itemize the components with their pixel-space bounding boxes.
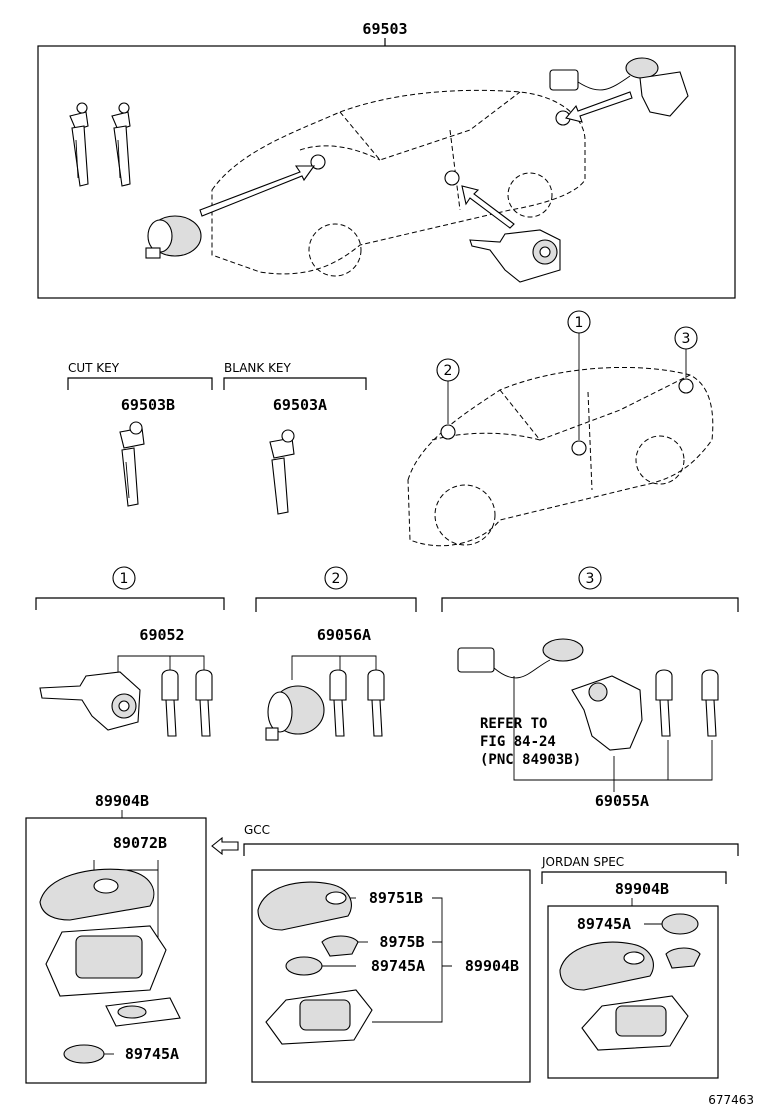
- top-kit-box: [37, 45, 736, 299]
- top-key-icon-right: [111, 102, 131, 187]
- set3-refer-line3: (PNC 84903B): [480, 752, 581, 768]
- gcc-assy-leader: [372, 897, 452, 1023]
- set3-circle: [578, 566, 602, 590]
- gcc-base-icon: [265, 989, 373, 1045]
- blank-key-label: BLANK KEY: [224, 361, 292, 375]
- set1-key-right-icon: [195, 669, 213, 737]
- gcc-plate-part[interactable]: 8975B: [379, 933, 424, 951]
- transmitter-box: [25, 817, 207, 1084]
- location-marker-3-number: 3: [682, 331, 691, 347]
- transmitter-base-icon: [45, 925, 167, 997]
- top-door-cylinder-icon: [469, 229, 561, 283]
- jordan-cover-icon: [559, 941, 654, 991]
- set1-ignition-assy-icon: [39, 671, 141, 731]
- location-marker-1-number: 1: [575, 315, 584, 331]
- gcc-assy-part[interactable]: 89904B: [465, 957, 519, 975]
- top-arrow-front: [199, 165, 316, 217]
- set3-marker: 3: [586, 571, 595, 587]
- set1-marker: 1: [120, 571, 129, 587]
- gcc-battery-part[interactable]: 89745A: [371, 957, 425, 975]
- blank-key-icon: [269, 429, 295, 515]
- set3-key-left-icon: [655, 669, 673, 737]
- location-marker-1: 1: [567, 310, 591, 456]
- jordan-plate-icon: [665, 947, 701, 969]
- set2-marker: 2: [332, 571, 341, 587]
- transmitter-battery-icon: [63, 1044, 105, 1064]
- top-part-number[interactable]: 69503: [362, 20, 407, 38]
- jordan-battery-part[interactable]: 89745A: [577, 915, 631, 933]
- set3-connector-icon: [457, 638, 584, 679]
- location-marker-2: 2: [436, 358, 460, 440]
- jordan-base-icon: [581, 995, 689, 1051]
- figure-number: 677463: [708, 1093, 754, 1107]
- gcc-plate-icon: [321, 935, 359, 957]
- set2-leader: [291, 655, 377, 680]
- gcc-bracket: [243, 843, 739, 856]
- gcc-battery-icon: [285, 956, 323, 976]
- set3-refer-line2: FIG 84-24: [480, 734, 556, 750]
- location-car-outline: [407, 366, 714, 547]
- location-marker-2-number: 2: [444, 363, 453, 379]
- top-arrow-door: [461, 185, 515, 229]
- top-key-icon-left: [69, 102, 89, 187]
- set2-circle: [324, 566, 348, 590]
- cut-key-label: CUT KEY: [68, 361, 120, 375]
- location-marker-3: 3: [674, 326, 698, 394]
- set3-bracket: [441, 597, 739, 612]
- set3-key-right-icon: [701, 669, 719, 737]
- jordan-bracket: [541, 871, 727, 884]
- transmitter-main-part[interactable]: 89904B: [95, 792, 149, 810]
- blank-key-bracket: [223, 377, 367, 390]
- cut-key-icon: [119, 421, 145, 507]
- gcc-arrow-icon: [211, 836, 239, 856]
- top-ignition-cylinder-icon: [145, 215, 202, 259]
- set3-part-number[interactable]: 69055A: [595, 792, 649, 810]
- set2-part-number[interactable]: 69056A: [317, 626, 371, 644]
- set2-key-left-icon: [329, 669, 347, 737]
- set1-key-left-icon: [161, 669, 179, 737]
- transmitter-board-icon: [105, 997, 181, 1027]
- transmitter-case-part[interactable]: 89072B: [113, 834, 167, 852]
- gcc-cover-icon: [257, 881, 352, 931]
- set1-bracket: [35, 597, 225, 610]
- set3-trunk-cylinder-icon: [571, 675, 643, 751]
- set3-leader: [513, 676, 713, 781]
- gcc-label: GCC: [244, 823, 270, 837]
- transmitter-cover-icon: [39, 868, 155, 921]
- jordan-label: JORDAN SPEC: [541, 855, 624, 869]
- blank-key-part-number[interactable]: 69503A: [273, 396, 327, 414]
- top-arrow-trunk: [565, 91, 633, 123]
- set2-key-right-icon: [367, 669, 385, 737]
- top-trunk-cylinder-icon: [549, 57, 689, 117]
- jordan-part[interactable]: 89904B: [615, 880, 669, 898]
- set2-bracket: [255, 597, 417, 612]
- gcc-box: [251, 869, 531, 1083]
- set1-part-number[interactable]: 69052: [139, 626, 184, 644]
- top-car-outline: [211, 89, 586, 277]
- set1-circle: [112, 566, 136, 590]
- gcc-cover-part[interactable]: 89751B: [369, 889, 423, 907]
- cut-key-part-number[interactable]: 69503B: [121, 396, 175, 414]
- jordan-box: [547, 905, 719, 1079]
- set2-door-cylinder-icon: [265, 685, 325, 741]
- transmitter-battery-part[interactable]: 89745A: [125, 1045, 179, 1063]
- jordan-battery-icon: [661, 913, 699, 935]
- cut-key-bracket: [67, 377, 213, 390]
